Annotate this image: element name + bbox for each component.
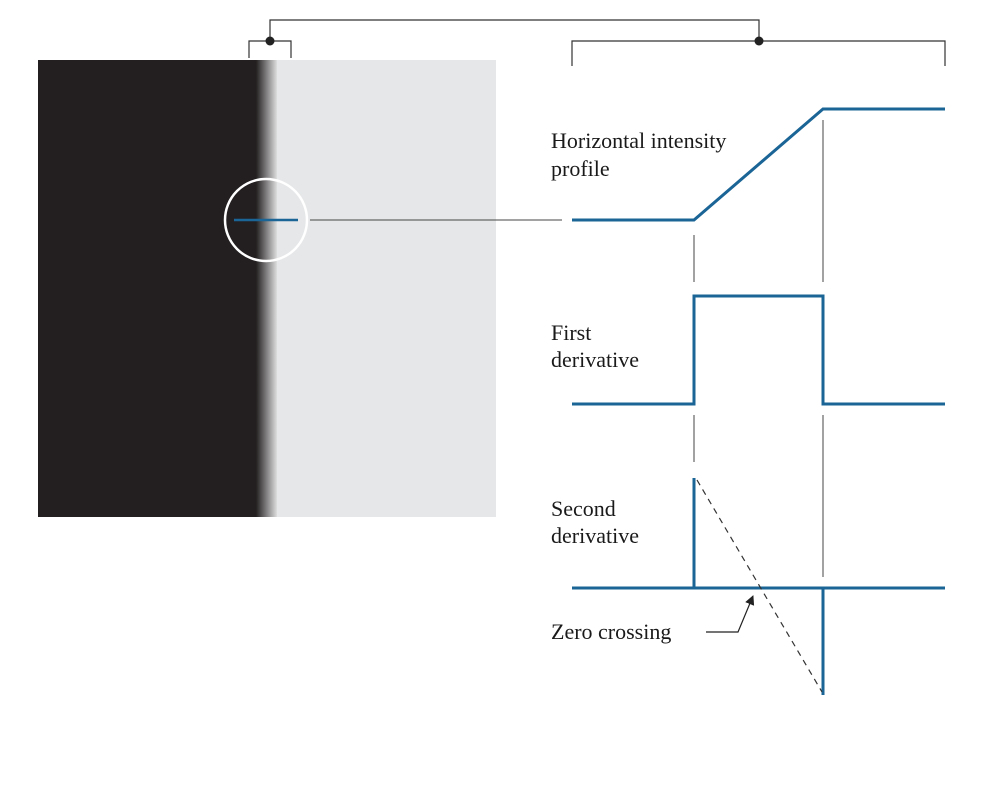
first-derivative-curve: [572, 294, 945, 406]
intensity-profile-label: Horizontal intensity: [551, 128, 726, 153]
second-derivative-label: Second: [551, 496, 616, 521]
zero-crossing-dashed-line: [696, 479, 823, 693]
first-derivative-label: First: [551, 320, 591, 345]
magnifier-circle: [223, 177, 309, 263]
light-region: [277, 60, 496, 517]
intensity-profile-label-line2: profile: [551, 156, 610, 181]
zero-crossing-label: Zero crossing: [551, 619, 671, 644]
bracket-dot-right: [754, 36, 764, 46]
intensity-profile-curve: [572, 107, 945, 222]
alignment-guides: [693, 120, 824, 577]
second-derivative-label-line2: derivative: [551, 523, 639, 548]
edge-ramp: [256, 60, 278, 517]
edge-image: [38, 60, 496, 517]
dark-region: [38, 60, 258, 517]
top-bracket: [248, 19, 946, 66]
first-derivative-label-line2: derivative: [551, 347, 639, 372]
zero-crossing-arrow-icon: [706, 595, 755, 633]
bracket-dot-left: [265, 36, 275, 46]
